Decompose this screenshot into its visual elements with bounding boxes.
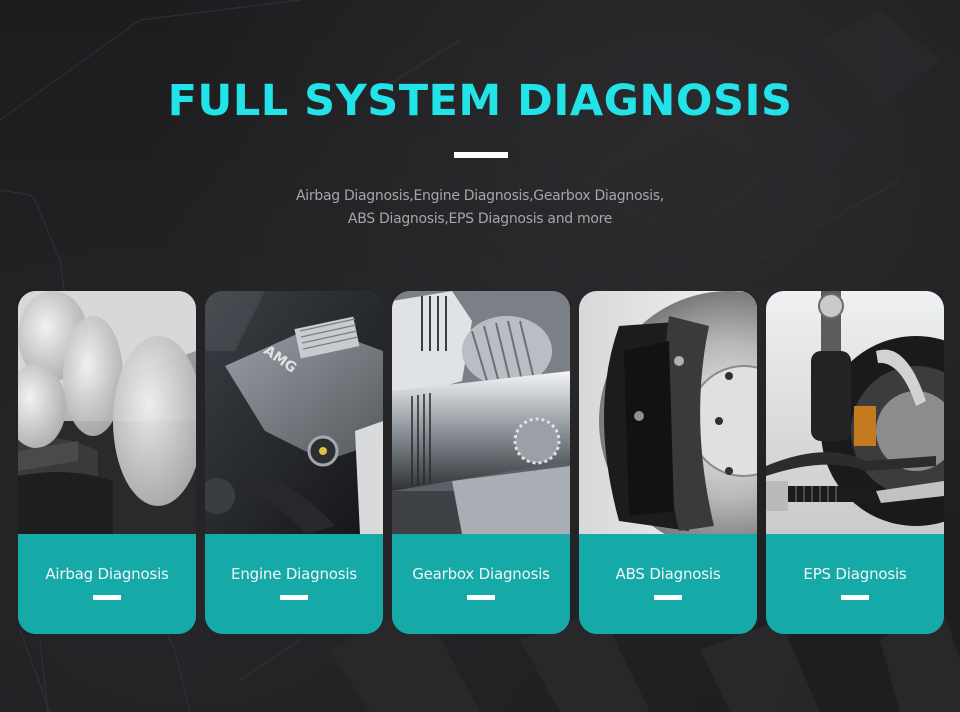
airbag-photo [18,291,196,534]
card-abs-diagnosis[interactable]: ABS Diagnosis [579,291,757,634]
card-divider [467,595,495,600]
card-panel [392,534,570,634]
card-label: Engine Diagnosis [231,565,357,583]
card-gearbox-diagnosis[interactable]: Gearbox Diagnosis [392,291,570,634]
eps-steering-photo [766,291,944,534]
card-panel [205,534,383,634]
gearbox-photo [392,291,570,534]
card-eps-diagnosis[interactable]: EPS Diagnosis [766,291,944,634]
diagnosis-cards: Airbag Diagnosis [18,291,944,634]
card-divider [654,595,682,600]
abs-brake-photo [579,291,757,534]
page-title: FULL SYSTEM DIAGNOSIS [167,76,793,126]
title-divider [454,152,508,158]
card-label: ABS Diagnosis [615,565,721,583]
card-label: Airbag Diagnosis [45,565,169,583]
subtitle-line-1: Airbag Diagnosis,Engine Diagnosis,Gearbo… [296,188,664,204]
subtitle-line-2: ABS Diagnosis,EPS Diagnosis and more [347,211,613,227]
engine-photo: AMG [205,291,383,534]
card-airbag-diagnosis[interactable]: Airbag Diagnosis [18,291,196,634]
card-panel [18,534,196,634]
card-label: Gearbox Diagnosis [412,565,550,583]
card-panel [579,534,757,634]
card-panel [766,534,944,634]
page-subtitle: Airbag Diagnosis,Engine Diagnosis,Gearbo… [0,185,960,231]
card-divider [93,595,121,600]
card-divider [841,595,869,600]
card-label: EPS Diagnosis [803,565,907,583]
card-engine-diagnosis[interactable]: AMG Engine Diagnosis [205,291,383,634]
card-divider [280,595,308,600]
